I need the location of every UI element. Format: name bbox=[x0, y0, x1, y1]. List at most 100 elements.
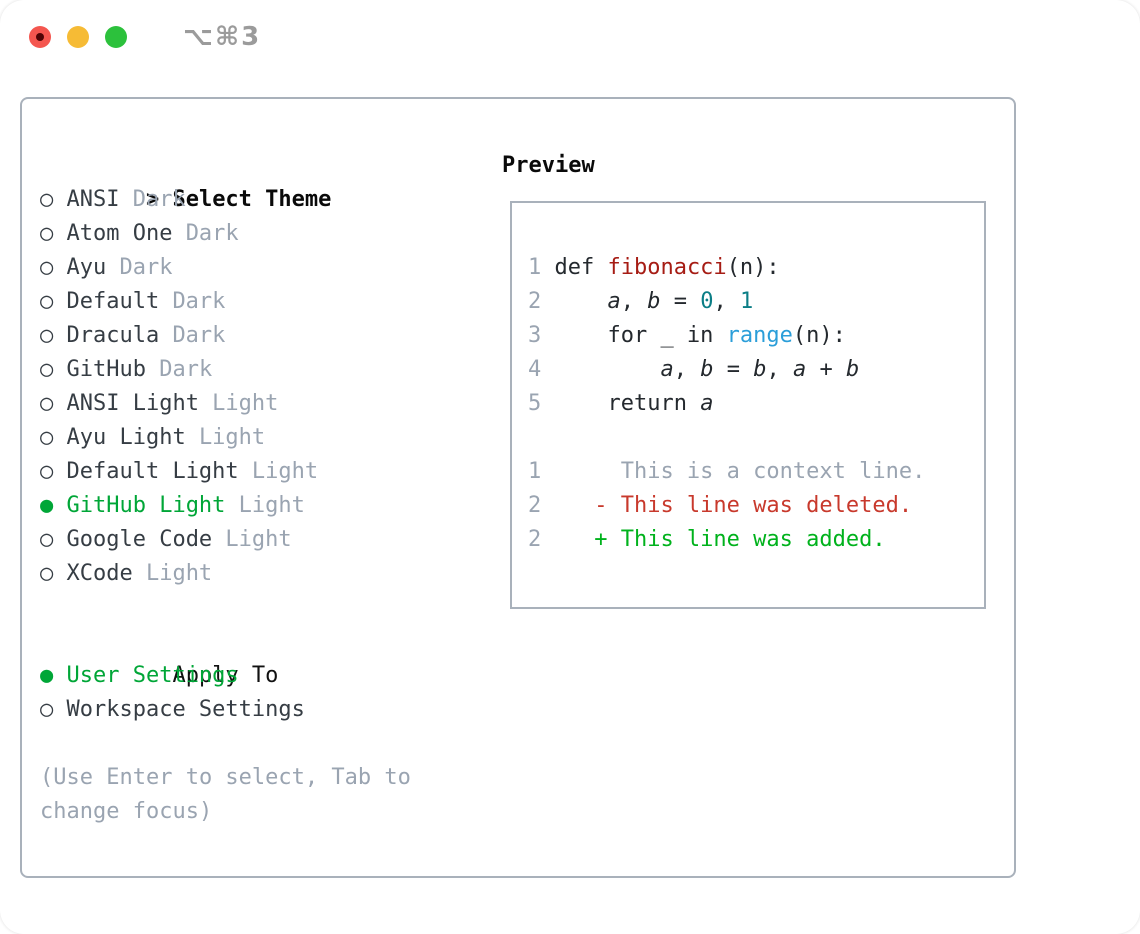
theme-option-ansi-dark[interactable]: ○ ANSI Dark bbox=[40, 183, 494, 217]
theme-variant-tag: Light bbox=[198, 425, 266, 450]
radio-icon: ○ bbox=[40, 697, 54, 722]
code-segment-code: for _ in bbox=[554, 323, 727, 348]
radio-icon: ○ bbox=[40, 527, 54, 552]
radio-icon: ○ bbox=[40, 323, 54, 348]
preview-code-line: 5 return a bbox=[528, 387, 984, 421]
code-segment-code: = bbox=[713, 357, 754, 382]
theme-option-default-dark[interactable]: ○ Default Dark bbox=[40, 285, 494, 319]
code-segment-builtin: range bbox=[726, 323, 793, 348]
code-segment-num: 0 bbox=[700, 289, 714, 314]
code-segment-code: , bbox=[620, 289, 648, 314]
code-segment-code bbox=[554, 289, 607, 314]
blank-line bbox=[528, 421, 984, 455]
theme-name: Default Light bbox=[66, 459, 239, 484]
theme-name: ANSI bbox=[66, 187, 120, 212]
theme-name: ANSI Light bbox=[66, 391, 199, 416]
preview-code-line: 4 a, b = b, a + b bbox=[528, 353, 984, 387]
theme-variant-tag: Light bbox=[212, 391, 279, 416]
code-segment-var: b bbox=[753, 357, 767, 382]
theme-option-ayu-dark[interactable]: ○ Ayu Dark bbox=[40, 251, 494, 285]
prompt-icon: > bbox=[145, 187, 160, 212]
code-segment-var: a bbox=[700, 391, 714, 416]
apply-option-name: User Settings bbox=[66, 663, 239, 688]
theme-variant-tag: Dark bbox=[132, 187, 186, 212]
theme-variant-tag: Dark bbox=[159, 357, 213, 382]
radio-icon: ○ bbox=[40, 255, 54, 280]
code-segment-added: + This line was added. bbox=[554, 527, 886, 552]
preview-code-line: 2 a, b = 0, 1 bbox=[528, 285, 984, 319]
zoom-button[interactable] bbox=[105, 26, 127, 48]
code-segment-deleted: - This line was deleted. bbox=[554, 493, 913, 518]
section-title: Select Theme bbox=[172, 187, 332, 212]
window-shortcut-label: ⌥⌘3 bbox=[183, 22, 262, 52]
theme-option-ayu-light-light[interactable]: ○ Ayu Light Light bbox=[40, 421, 494, 455]
code-segment-code: (n): bbox=[792, 323, 846, 348]
theme-name: GitHub Light bbox=[66, 493, 226, 518]
theme-name: Ayu Light bbox=[66, 425, 186, 450]
code-segment-func: fibonacci bbox=[607, 255, 727, 280]
preview-code-line: 3 for _ in range(n): bbox=[528, 319, 984, 353]
code-segment-var: a bbox=[660, 357, 674, 382]
theme-option-github-light-light[interactable]: ● GitHub Light Light bbox=[40, 489, 494, 523]
theme-name: Default bbox=[66, 289, 160, 314]
radio-selected-icon: ● bbox=[40, 663, 54, 688]
line-number: 2 bbox=[528, 493, 542, 518]
code-segment-num: 1 bbox=[739, 289, 754, 314]
radio-icon: ○ bbox=[40, 221, 54, 246]
preview-code-line: 2 + This line was added. bbox=[528, 523, 984, 557]
radio-selected-icon: ● bbox=[40, 493, 54, 518]
apply-option-name: Workspace Settings bbox=[66, 697, 305, 722]
code-segment-code bbox=[554, 357, 660, 382]
theme-variant-tag: Light bbox=[251, 459, 319, 484]
code-segment-code: , bbox=[713, 289, 740, 314]
radio-icon: ○ bbox=[40, 391, 54, 416]
record-dot-icon bbox=[36, 33, 44, 41]
section-title: Apply To bbox=[172, 663, 279, 688]
preview-title: Preview bbox=[502, 153, 595, 178]
theme-option-default-light-light[interactable]: ○ Default Light Light bbox=[40, 455, 494, 489]
code-segment-code: + bbox=[806, 357, 846, 382]
theme-variant-tag: Dark bbox=[172, 323, 226, 348]
code-segment-var: a bbox=[792, 357, 807, 382]
code-segment-code: return bbox=[554, 391, 701, 416]
radio-icon: ○ bbox=[40, 187, 54, 212]
preview-code-line: 1 This is a context line. bbox=[528, 455, 984, 489]
spacer bbox=[40, 591, 494, 625]
line-number: 1 bbox=[528, 255, 542, 280]
apply-option-user-settings[interactable]: ● User Settings bbox=[40, 659, 494, 693]
minimize-button[interactable] bbox=[67, 26, 89, 48]
code-segment-var: b bbox=[700, 357, 714, 382]
radio-icon: ○ bbox=[40, 425, 54, 450]
preview-code-line: 2 - This line was deleted. bbox=[528, 489, 984, 523]
apply-option-workspace-settings[interactable]: ○ Workspace Settings bbox=[40, 693, 494, 727]
select-theme-header: > Select Theme bbox=[40, 149, 494, 212]
code-segment-var: b bbox=[647, 289, 661, 314]
help-text: (Use Enter to select, Tab to change focu… bbox=[40, 765, 411, 824]
apply-to-header: Apply To bbox=[40, 625, 494, 688]
theme-variant-tag: Dark bbox=[172, 289, 226, 314]
theme-variant-tag: Light bbox=[238, 493, 305, 518]
code-segment-code: , bbox=[673, 357, 701, 382]
theme-name: Ayu bbox=[66, 255, 107, 280]
theme-option-ansi-light-light[interactable]: ○ ANSI Light Light bbox=[40, 387, 494, 421]
titlebar: ⌥⌘3 bbox=[0, 0, 1140, 74]
line-number: 2 bbox=[528, 289, 542, 314]
radio-icon: ○ bbox=[40, 357, 54, 382]
close-button[interactable] bbox=[29, 26, 51, 48]
radio-icon: ○ bbox=[40, 289, 54, 314]
theme-variant-tag: Dark bbox=[119, 255, 173, 280]
code-segment-code: def bbox=[554, 255, 608, 280]
radio-icon: ○ bbox=[40, 459, 54, 484]
code-segment-code: , bbox=[766, 357, 793, 382]
